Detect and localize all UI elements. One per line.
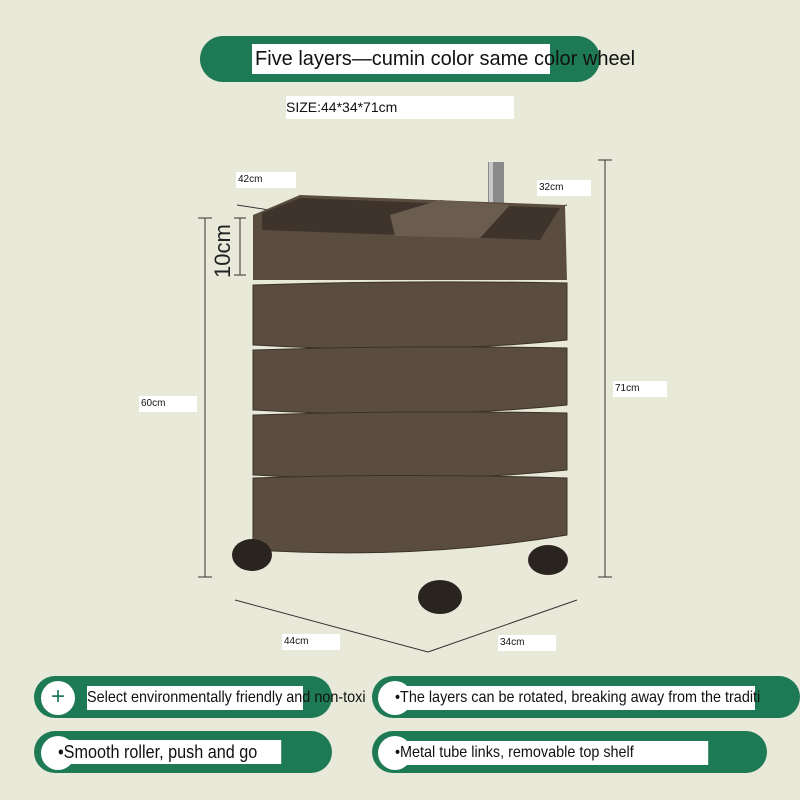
feature-text-2: •The layers can be rotated, breaking awa… xyxy=(395,686,760,710)
plus-icon: + xyxy=(41,681,75,715)
wheels xyxy=(232,539,568,614)
dim-total-height: 71cm xyxy=(613,381,667,397)
dim-body-height: 60cm xyxy=(139,396,197,412)
dim-top-depth: 32cm xyxy=(537,180,591,196)
dim-top-width: 42cm xyxy=(236,172,296,188)
size-label: SIZE:44*34*71cm xyxy=(286,96,514,119)
feature-text-4: •Metal tube links, removable top shelf xyxy=(395,741,709,765)
dim-base-depth: 34cm xyxy=(498,635,556,651)
drawer-layers xyxy=(252,281,568,554)
dim-base-width: 44cm xyxy=(282,634,340,650)
dim-layer-height: 10cm xyxy=(210,224,235,278)
feature-text-1: Select environmentally friendly and non-… xyxy=(87,686,366,710)
product-title: Five layers—cumin color same color wheel xyxy=(252,44,635,74)
feature-text-3: •Smooth roller, push and go xyxy=(58,740,282,764)
